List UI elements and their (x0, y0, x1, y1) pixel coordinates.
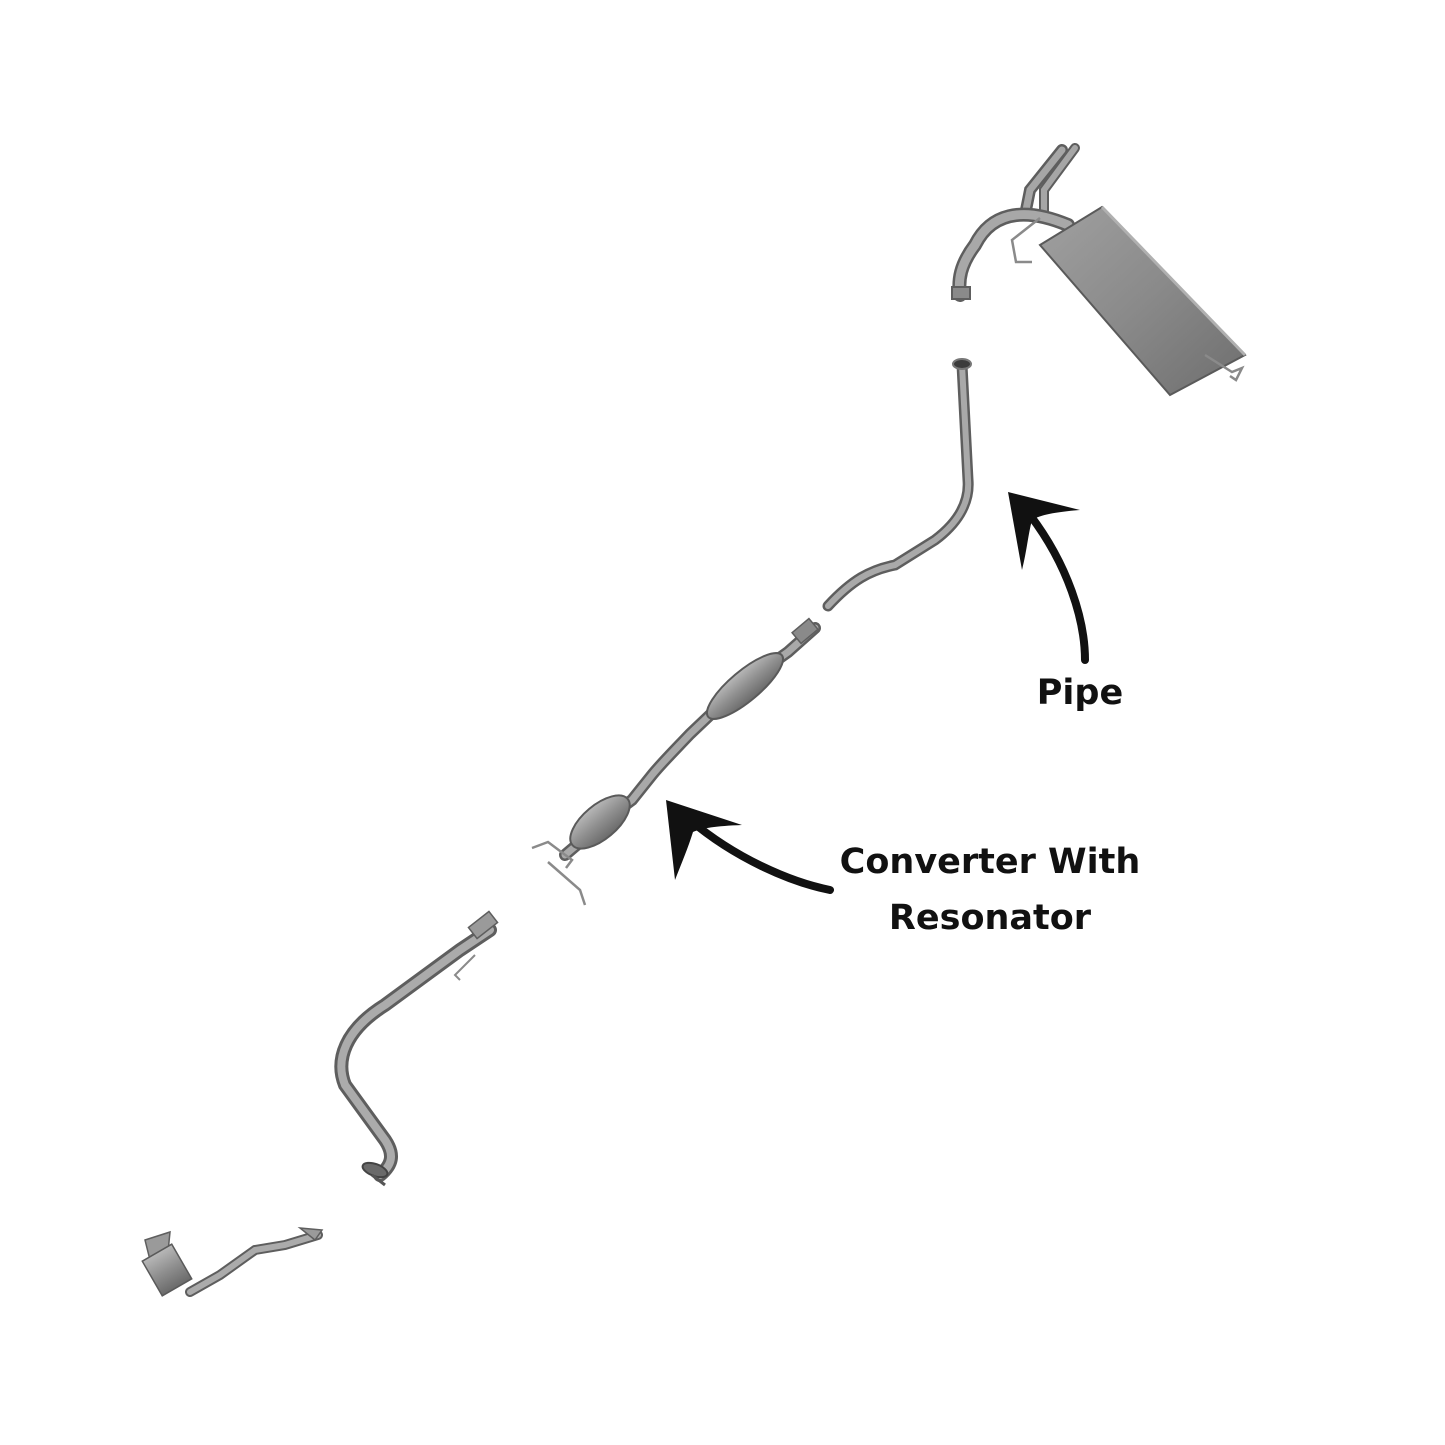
curved-arrow-icon (686, 816, 834, 894)
intermediate-pipe (822, 358, 974, 612)
front-converter (141, 1227, 324, 1297)
muffler-assembly (951, 143, 1247, 397)
converter-label-line1: Converter With (839, 842, 1141, 882)
front-pipe (334, 910, 499, 1187)
converter-with-resonator (531, 617, 821, 906)
converter-arrow (666, 800, 834, 894)
converter-label-line2: Resonator (888, 898, 1092, 938)
pipe-label: Pipe (1036, 673, 1124, 713)
pipe-arrow (1008, 492, 1089, 664)
converter-label: Converter With Resonator (820, 834, 1160, 946)
curved-arrow-icon (1026, 511, 1089, 664)
